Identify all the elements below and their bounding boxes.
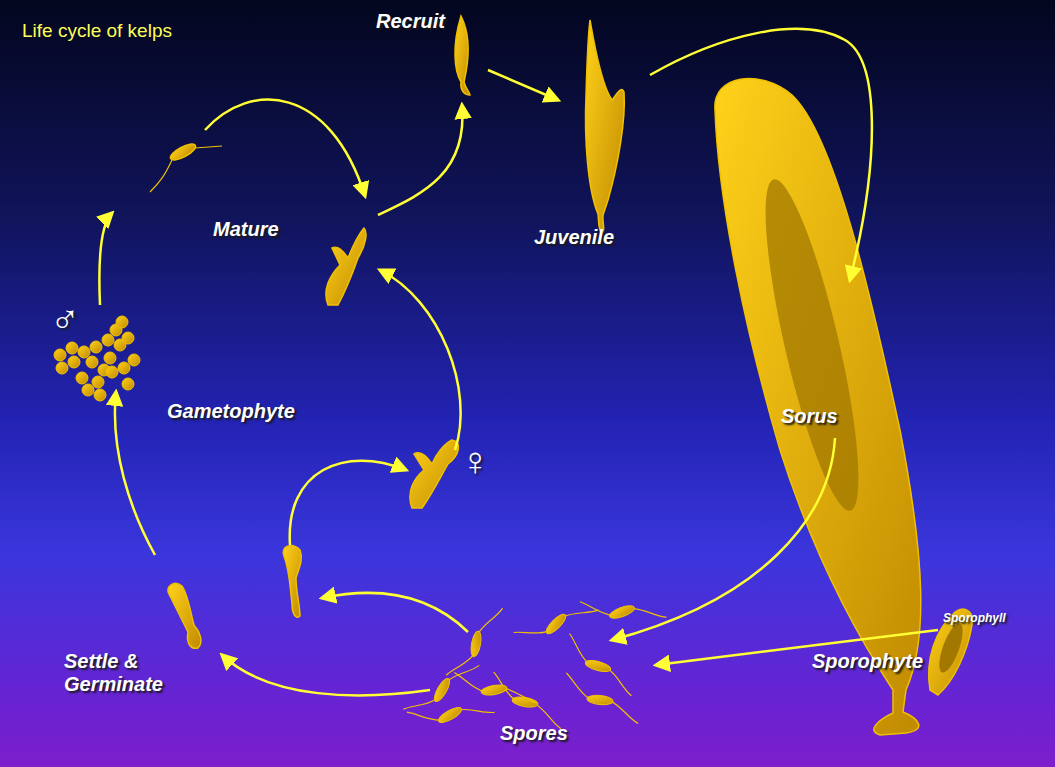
cycle-arrows bbox=[99, 29, 938, 695]
stage-label: ♂ bbox=[50, 296, 80, 342]
stage-label: Settle & Germinate bbox=[64, 650, 189, 696]
female-gametophyte bbox=[410, 440, 458, 508]
sperm-cell bbox=[168, 141, 197, 163]
sorus-patch bbox=[747, 173, 876, 516]
stage-label: Mature bbox=[213, 218, 279, 241]
stage-label: ♀ bbox=[460, 438, 490, 484]
stage-label: Gametophyte bbox=[167, 400, 295, 423]
mature-gametophyte bbox=[326, 228, 366, 305]
spores bbox=[403, 576, 666, 751]
stage-label: Spores bbox=[500, 722, 568, 745]
diagram-title: Life cycle of kelps bbox=[22, 20, 172, 42]
stage-label: Sporophyte bbox=[812, 650, 923, 673]
juvenile-shape bbox=[586, 20, 625, 234]
recruit-shape bbox=[455, 16, 470, 95]
germling bbox=[283, 546, 301, 618]
stage-label: Recruit bbox=[376, 10, 445, 33]
germling bbox=[168, 584, 201, 649]
stage-label: Sporophyll bbox=[943, 612, 1006, 626]
stage-label: Juvenile bbox=[534, 226, 614, 249]
stage-label: Sorus bbox=[781, 405, 838, 428]
